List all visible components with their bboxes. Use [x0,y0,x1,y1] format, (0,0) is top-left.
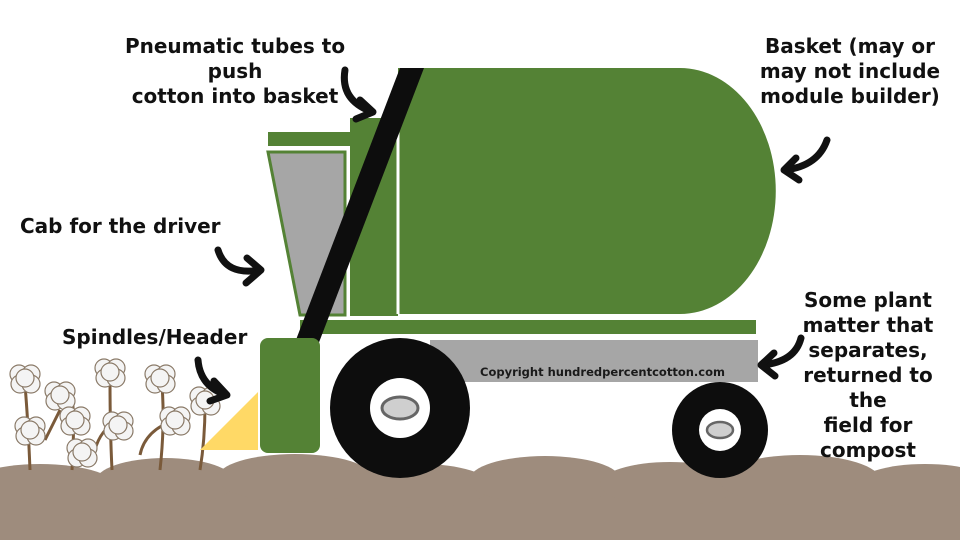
label-line: compost [820,438,916,462]
label-line: separates, [808,338,928,362]
cotton-boll-icon [44,381,76,411]
basket-label: Basket (may or may not include module bu… [758,34,942,109]
label-line: Pneumatic tubes to push [124,34,346,83]
cotton-boll-icon [144,364,176,394]
spindle-header [260,338,320,453]
cotton-boll-icon [94,358,126,388]
label-line: cotton into basket [131,84,339,108]
label-line: Cab for the driver [20,214,221,238]
label-line: field for [823,413,913,437]
curved-arrow-icon [194,356,231,405]
header-yellow [200,392,258,450]
curved-arrow-icon [214,246,265,287]
label-line: may not include [759,59,941,83]
pneumatic-tube [294,68,424,345]
curved-arrow-icon [757,334,805,380]
cotton-boll-icon [159,406,191,436]
copyright-text: Copyright hundredpercentcotton.com [480,365,725,379]
rear-wheel-icon [672,382,768,478]
curved-arrow-icon [780,136,831,184]
label-line: module builder) [760,84,940,108]
cotton-boll-icon [14,416,46,446]
cotton-boll-icon [9,364,41,394]
label-line: Spindles/Header [62,325,248,349]
plant-matter-label: Some plant matter that separates, return… [784,288,952,463]
label-line: Basket (may or [765,34,935,58]
label-line: matter that [802,313,934,337]
basket [398,68,776,314]
chassis-bar [300,320,756,334]
soil-ground [0,454,960,540]
label-line: Some plant [804,288,932,312]
pneumatic-tubes-label: Pneumatic tubes to push cotton into bask… [104,34,366,109]
cotton-boll-icon [102,411,134,441]
spindles-label: Spindles/Header [62,325,247,350]
curved-arrow-icon [340,66,377,123]
cotton-plants [9,358,221,471]
cab-label: Cab for the driver [20,214,221,239]
front-wheel-icon [330,338,470,478]
label-line: returned to the [803,363,933,412]
cotton-boll-icon [59,406,91,436]
cotton-boll-icon [66,438,98,468]
plant-matter-chute [430,340,758,382]
